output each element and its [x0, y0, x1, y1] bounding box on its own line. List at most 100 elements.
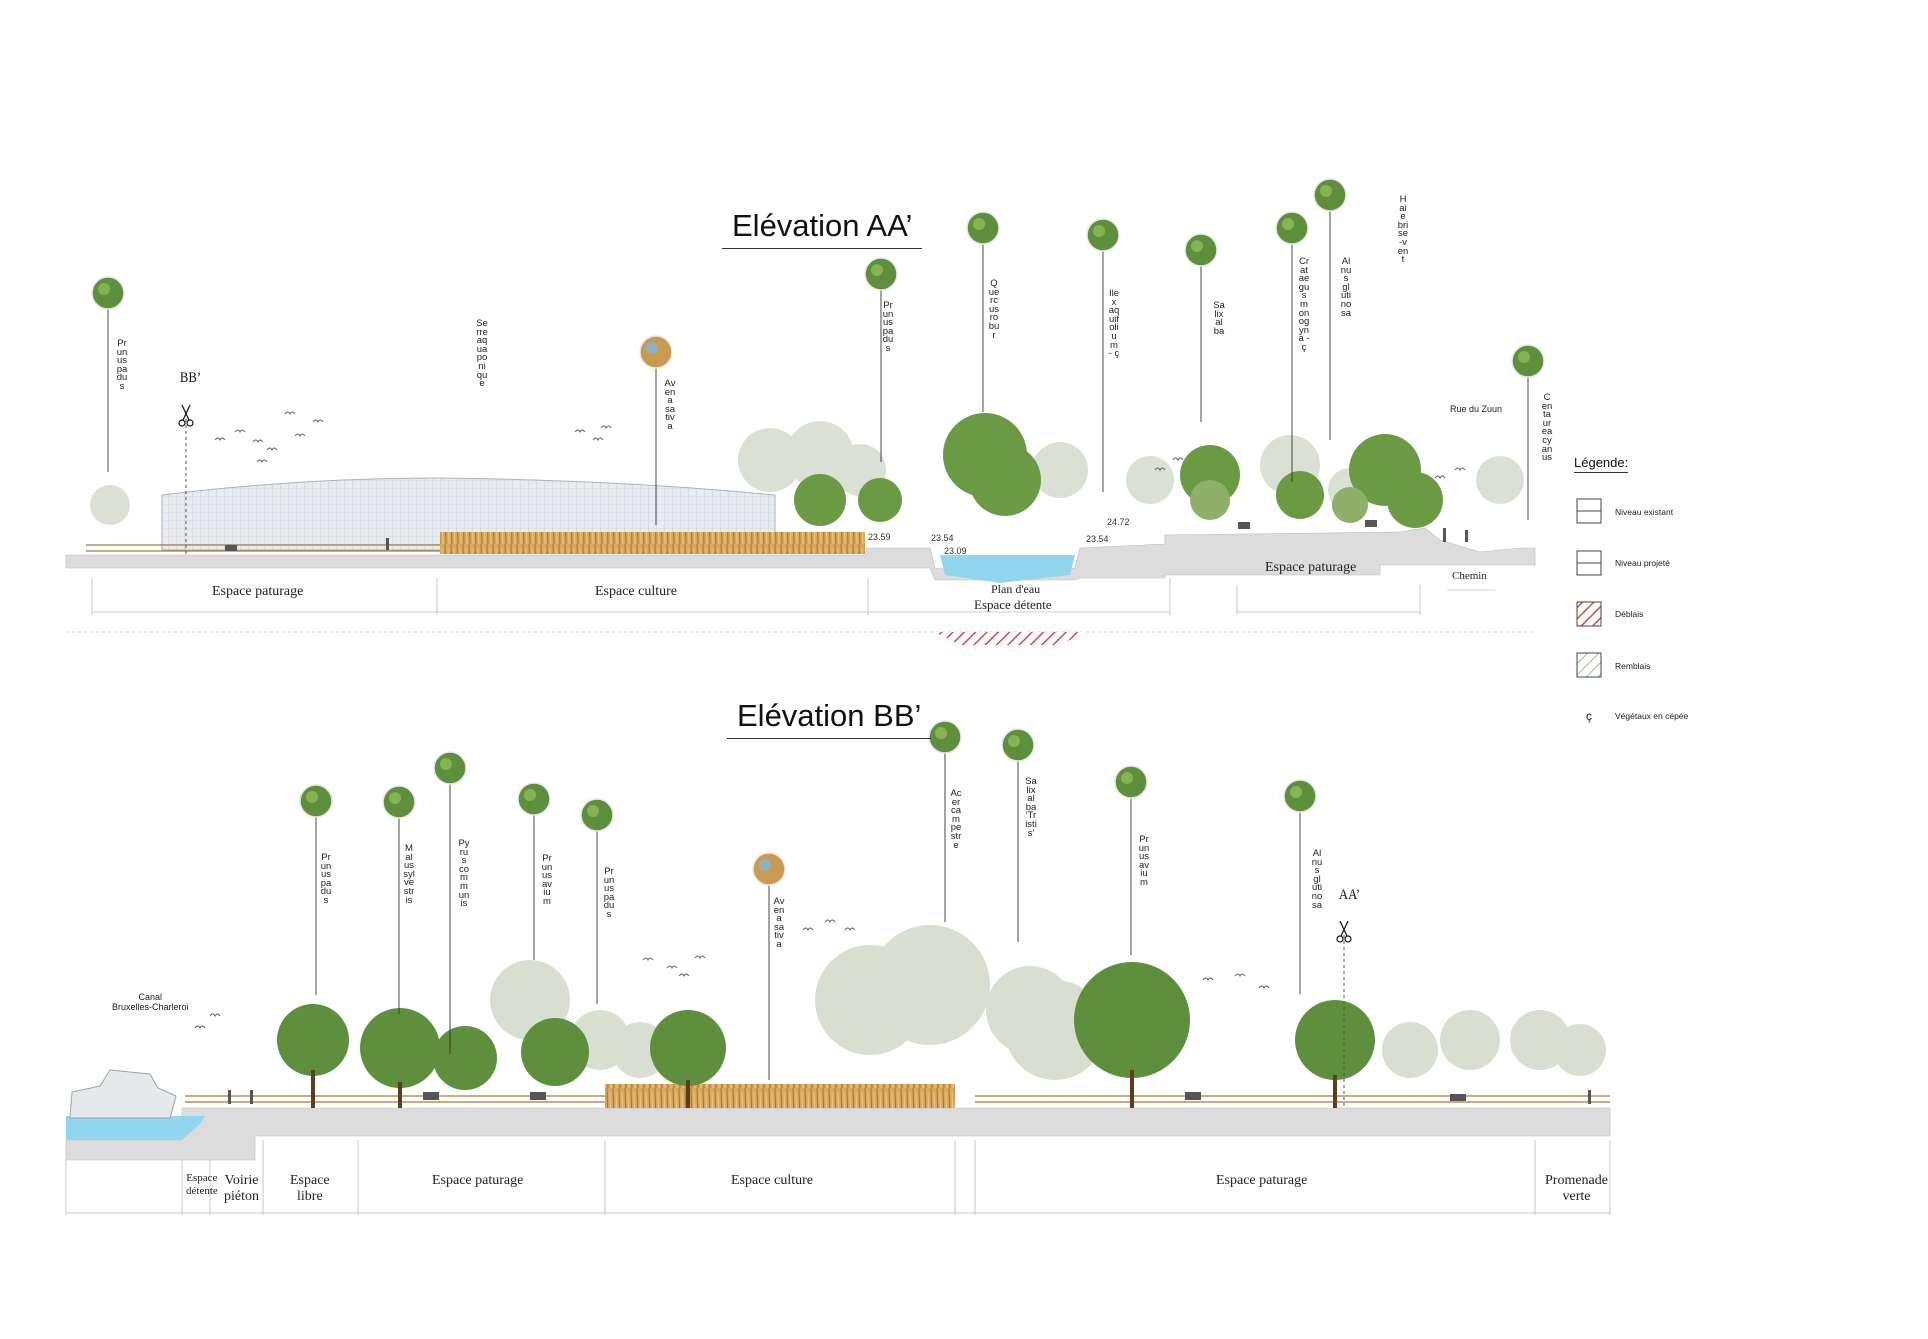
bird-icon — [1434, 475, 1446, 480]
zone-label-aa-paturage-1: Espace paturage — [212, 584, 304, 599]
zone-label-aa-paturage-2: Espace paturage — [1265, 560, 1357, 575]
section-aa — [65, 413, 1536, 645]
plant-label-aa: Centaurea cyanus — [1541, 392, 1553, 464]
elevation-mark: 24.72 — [1107, 517, 1130, 527]
zone-label-bb-paturage-1: Espace paturage — [432, 1173, 524, 1188]
plant-label-aa: Crataegus monogyna - ç — [1298, 256, 1310, 353]
plant-label-aa: Ilex aquifolium - ç — [1108, 288, 1120, 360]
bird-icon — [1234, 973, 1246, 978]
plant-label-aa: Avena sativa — [664, 378, 676, 432]
legend-item-vegetaux-cepee: Végétaux en cépée — [1615, 711, 1689, 721]
bird-icon — [824, 919, 836, 924]
legend-swatches — [1576, 498, 1602, 678]
legend-item-niveau-projete: Niveau projeté — [1615, 558, 1670, 568]
plant-label-aa: Prunus padus — [882, 300, 894, 354]
barge — [69, 1069, 177, 1119]
zone-label-aa-detente: Espace détente — [974, 597, 1052, 612]
zone-label-line: libre — [297, 1189, 323, 1204]
wheat-field-bb — [605, 1084, 955, 1108]
zone-label-line: Espace — [290, 1173, 330, 1188]
bird-icon — [312, 419, 324, 424]
deblais-aa — [935, 632, 1085, 645]
plant-label-bb: Prunus avium — [541, 853, 553, 907]
legend-item-deblais: Déblais — [1615, 609, 1644, 619]
title-elevation-bb: Elévation BB’ — [727, 698, 932, 739]
scissors-cut-icon — [1339, 920, 1349, 937]
medallion-highlight — [440, 758, 452, 770]
medallion-highlight — [1518, 351, 1530, 363]
zone-label-bb-espace-detente: Espace détente — [186, 1172, 218, 1198]
plant-label-aa: Salix alba — [1213, 300, 1225, 337]
bird-icon — [1454, 467, 1466, 472]
title-elevation-aa: Elévation AA’ — [722, 208, 923, 249]
medallion-highlight — [389, 792, 401, 804]
plant-label-aa: Prunus padus — [116, 338, 128, 392]
plant-label-bb: Avena sativa — [773, 896, 785, 950]
zone-label-line: Promenade — [1545, 1173, 1608, 1188]
medallion-highlight — [1121, 772, 1133, 784]
elevation-mark: 23.09 — [944, 546, 967, 556]
medallion-highlight — [1008, 735, 1020, 747]
scissors-cut-icon — [178, 419, 186, 427]
bird-icon — [678, 973, 690, 978]
medallion-highlight — [871, 264, 883, 276]
zone-label-bb-promenade: Promenade verte — [1545, 1173, 1608, 1205]
section-bb — [65, 925, 1611, 1215]
bird-icon — [1172, 457, 1184, 462]
bird-icon — [209, 1013, 221, 1018]
legend-item-remblais: Remblais — [1615, 661, 1651, 671]
birds — [194, 411, 1466, 1030]
plant-label-bb: Prunus padus — [320, 852, 332, 906]
zone-label-aa-culture: Espace culture — [595, 584, 678, 599]
plant-label-bb: Alnus glutinosa — [1311, 848, 1323, 911]
canal-label: Canal Bruxelles-Charleroi — [112, 992, 189, 1012]
bird-icon — [214, 437, 226, 442]
legend-item-niveau-existant: Niveau existant — [1615, 507, 1674, 517]
cut-marker-bb: BB’ — [179, 370, 202, 386]
zone-label-bb-espace-libre: Espace libre — [290, 1173, 330, 1205]
bird-icon — [234, 429, 246, 434]
medallion-highlight — [98, 283, 110, 295]
plant-label-aa: Haie brise-vent — [1397, 194, 1409, 266]
scissors-cut-icon — [1344, 935, 1352, 943]
bird-icon — [574, 429, 586, 434]
plant-label-bb: Malus sylvestris — [403, 843, 415, 906]
bird-icon — [592, 437, 604, 442]
plant-medallions — [91, 178, 1545, 1108]
cut-marker-aa: AA’ — [1338, 887, 1361, 903]
zone-label-line: Voirie — [224, 1173, 259, 1188]
zone-dimension-lines-aa — [91, 578, 1495, 615]
canal-label-line2: Bruxelles-Charleroi — [112, 1002, 189, 1012]
zone-label-bb-culture: Espace culture — [731, 1173, 814, 1188]
zone-label-line: verte — [1562, 1189, 1591, 1204]
bird-icon — [666, 965, 678, 970]
bird-icon — [642, 957, 654, 962]
scissors-cut-icon — [186, 419, 194, 427]
zone-label-bb-voirie: Voirie piéton — [224, 1173, 259, 1205]
medallion-highlight — [935, 727, 947, 739]
street-label-rue-du-zuun: Rue du Zuun — [1450, 404, 1503, 414]
medallion-highlight — [587, 805, 599, 817]
plant-label-bb: Acer campestre — [950, 788, 962, 851]
medallion-highlight — [1093, 225, 1105, 237]
scissors-cut-icon — [1336, 935, 1344, 943]
bird-icon — [600, 425, 612, 430]
bird-icon — [844, 927, 856, 932]
bird-icon — [802, 927, 814, 932]
medallion-highlight — [1320, 185, 1332, 197]
plant-label-bb: Pyrus communis — [458, 838, 470, 910]
medallion-highlight — [1290, 786, 1302, 798]
bird-icon — [294, 433, 306, 438]
canal-label-line1: Canal — [138, 992, 163, 1002]
scissors-cut-icon — [181, 404, 191, 421]
legend-title: Légende: — [1574, 455, 1629, 473]
zone-label-line: Espace — [186, 1172, 218, 1184]
bird-icon — [266, 447, 278, 452]
bird-icon — [1154, 467, 1166, 472]
medallion-highlight — [759, 859, 771, 871]
plant-label-aa: Quercus robur — [988, 278, 1000, 341]
plant-label-bb: Prunus padus — [603, 866, 615, 920]
canal-water — [66, 1116, 205, 1140]
medallion-highlight — [973, 218, 985, 230]
medallion-highlight — [646, 342, 658, 354]
